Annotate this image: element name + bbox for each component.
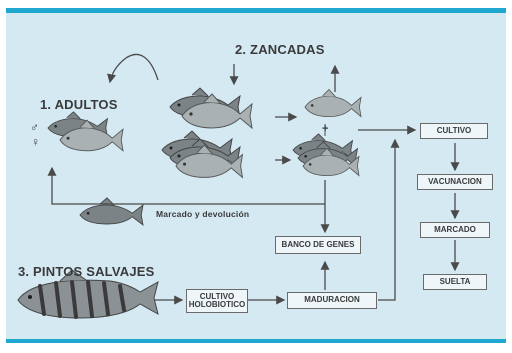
return-label: Marcado y devolución <box>156 209 249 219</box>
adult-fish-pair <box>48 112 123 151</box>
plus-sign: + <box>322 123 328 135</box>
zancadas-title: 2. ZANCADAS <box>235 42 325 57</box>
adults-title: 1. ADULTOS <box>40 97 118 112</box>
spawning-fish-bottom <box>162 131 243 177</box>
holobiotic-culture-box: CULTIVO HOLOBIOTICO <box>186 289 248 313</box>
female-symbol: ♀ <box>31 135 40 149</box>
returned-fish <box>80 198 143 225</box>
wild-title: 3. PINTOS SALVAJES <box>18 264 155 279</box>
holobiotic-culture-line-2: HOLOBIOTICO <box>189 301 245 309</box>
gene-bank-box: BANCO DE GENES <box>275 236 361 254</box>
spawning-fish-top <box>170 88 252 128</box>
vacunacion-box: VACUNACION <box>417 174 493 190</box>
loop-arrow <box>110 54 158 82</box>
juvenile-fish-bottom <box>293 134 359 176</box>
male-symbol: ♂ <box>30 120 39 134</box>
juvenile-fish-top <box>305 89 361 116</box>
marcado-box: MARCADO <box>420 222 490 238</box>
maduracion-box: MADURACION <box>287 292 377 309</box>
cultivo-box: CULTIVO <box>420 123 488 139</box>
suelta-box: SUELTA <box>423 274 487 290</box>
